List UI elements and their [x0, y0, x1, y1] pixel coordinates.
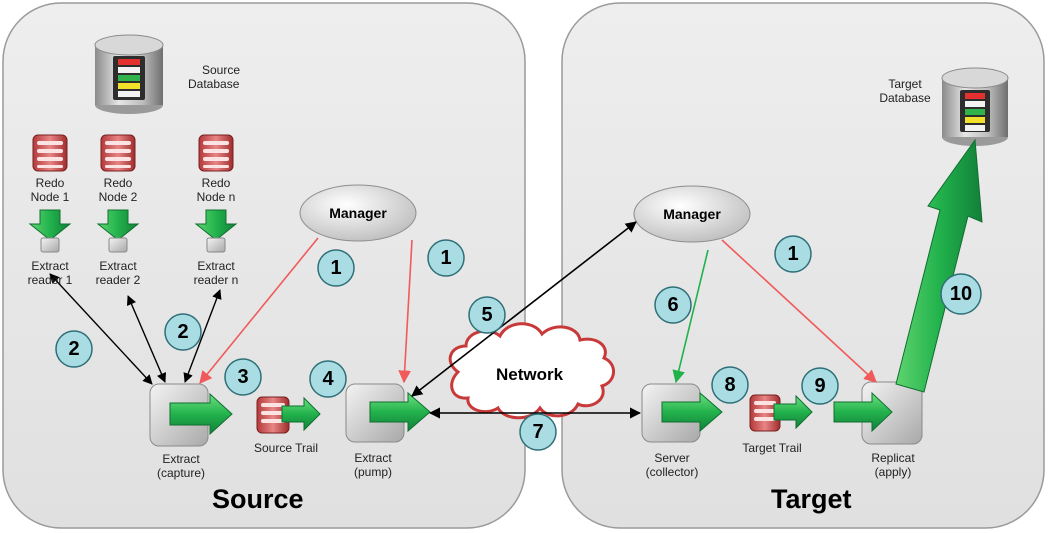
reader-2-down-arrow-icon [96, 209, 140, 253]
source-database-label-line1: Source [202, 63, 241, 77]
target-manager-node [633, 185, 751, 243]
extract-reader-n-label-line1: Extract [197, 259, 235, 273]
arrow-target-manager-collector [672, 249, 709, 384]
step-circle-10 [940, 273, 982, 315]
target-trail-node [749, 394, 813, 432]
source-manager-label: Manager [329, 205, 387, 221]
step-circle-5 [468, 296, 506, 334]
replicat-label-line1: Replicat [871, 451, 915, 465]
extract-reader-2-label-line1: Extract [99, 259, 137, 273]
step-circle-1c [774, 235, 812, 273]
step-number-1c: 1 [787, 243, 799, 265]
extract-reader-1-label-line2: reader 1 [27, 273, 73, 287]
target-database-label: Target Database [870, 77, 940, 105]
redo-node-n-label-line2: Node n [196, 190, 236, 204]
reader-1-down-arrow-icon [28, 209, 72, 253]
target-database-label-line1: Target [888, 77, 922, 91]
source-database-label-line2: Database [188, 77, 240, 91]
redo-node-1-icon [32, 134, 68, 172]
extract-pump-label-line2: (pump) [353, 465, 392, 479]
extract-capture-label-line2: (capture) [156, 466, 206, 480]
step-circle-4 [309, 360, 347, 398]
arrow-readern-capture [183, 289, 222, 383]
source-trail-node [256, 396, 321, 434]
step-circle-8 [711, 366, 749, 404]
redo-node-n-icon [198, 134, 234, 172]
target-trail-label: Target Trail [742, 441, 802, 455]
redo-node-2-label-line1: Redo [103, 176, 133, 190]
extract-reader-n-label-line2: reader n [193, 273, 239, 287]
reader-n-down-arrow-icon [194, 209, 238, 253]
extract-pump-node [345, 383, 431, 443]
step-circle-9 [801, 367, 839, 405]
redo-node-2-icon [100, 134, 136, 172]
step-circle-1a [317, 249, 355, 287]
arrow-reader2-capture [126, 295, 167, 383]
step-number-4: 4 [322, 368, 334, 390]
redo-node-1-label-line1: Redo [35, 176, 65, 190]
step-number-9: 9 [814, 375, 826, 397]
network-label: Network [496, 365, 564, 384]
extract-capture-label: Extract (capture) [146, 452, 216, 480]
step-number-3: 3 [237, 366, 249, 388]
server-collector-label: Server (collector) [636, 451, 708, 479]
replicat-node [833, 381, 923, 445]
step-circle-7 [519, 413, 557, 451]
step-number-10: 10 [949, 283, 973, 305]
step-number-7: 7 [532, 421, 544, 443]
source-database-icon [94, 34, 164, 114]
arrow-target-manager-replicat [721, 239, 877, 383]
redo-node-2-label-line2: Node 2 [98, 190, 138, 204]
server-collector-label-line1: Server [654, 451, 690, 465]
apply-to-target-arrow [895, 138, 983, 393]
extract-capture-node [149, 383, 233, 447]
extract-pump-label: Extract (pump) [340, 451, 406, 479]
extract-capture-label-line1: Extract [162, 452, 200, 466]
step-circle-6 [654, 286, 692, 324]
target-database-icon [941, 67, 1009, 146]
source-trail-label: Source Trail [253, 441, 319, 455]
extract-reader-1-label: Extract reader 1 [18, 259, 82, 287]
step-circle-1b [427, 239, 465, 277]
redo-node-1-label: Redo Node 1 [20, 176, 80, 204]
replicat-label-line2: (apply) [874, 465, 912, 479]
target-database-label-line2: Database [879, 91, 931, 105]
redo-node-2-label: Redo Node 2 [88, 176, 148, 204]
extract-reader-2-label-line2: reader 2 [95, 273, 141, 287]
extract-reader-1-label-line1: Extract [31, 259, 69, 273]
source-panel-title: Source [212, 484, 304, 514]
step-number-5: 5 [481, 304, 493, 326]
extract-reader-2-label: Extract reader 2 [86, 259, 150, 287]
redo-node-n-label: Redo Node n [186, 176, 246, 204]
target-manager-label: Manager [663, 206, 721, 222]
step-circle-2b [164, 313, 202, 351]
target-panel-title: Target [771, 484, 852, 514]
server-collector-node [641, 383, 723, 443]
step-number-8: 8 [724, 374, 736, 396]
redo-node-n-label-line1: Redo [201, 176, 231, 190]
server-collector-label-line2: (collector) [645, 465, 699, 479]
step-number-2a: 2 [68, 338, 80, 360]
source-manager-node [299, 184, 417, 242]
redo-node-1-label-line2: Node 1 [30, 190, 70, 204]
step-number-6: 6 [667, 294, 679, 316]
step-number-2b: 2 [177, 321, 189, 343]
extract-reader-n-label: Extract reader n [184, 259, 248, 287]
arrow-manager-capture [199, 237, 319, 384]
arrow-pump-target-manager [411, 221, 637, 397]
step-number-1b: 1 [440, 247, 452, 269]
source-database-label: Source Database [188, 63, 260, 91]
step-circle-2a [55, 330, 93, 368]
step-circle-3 [224, 358, 262, 396]
replicat-label: Replicat (apply) [860, 451, 926, 479]
extract-pump-label-line1: Extract [354, 451, 392, 465]
step-number-1a: 1 [330, 257, 342, 279]
arrow-manager-pump [398, 239, 413, 384]
